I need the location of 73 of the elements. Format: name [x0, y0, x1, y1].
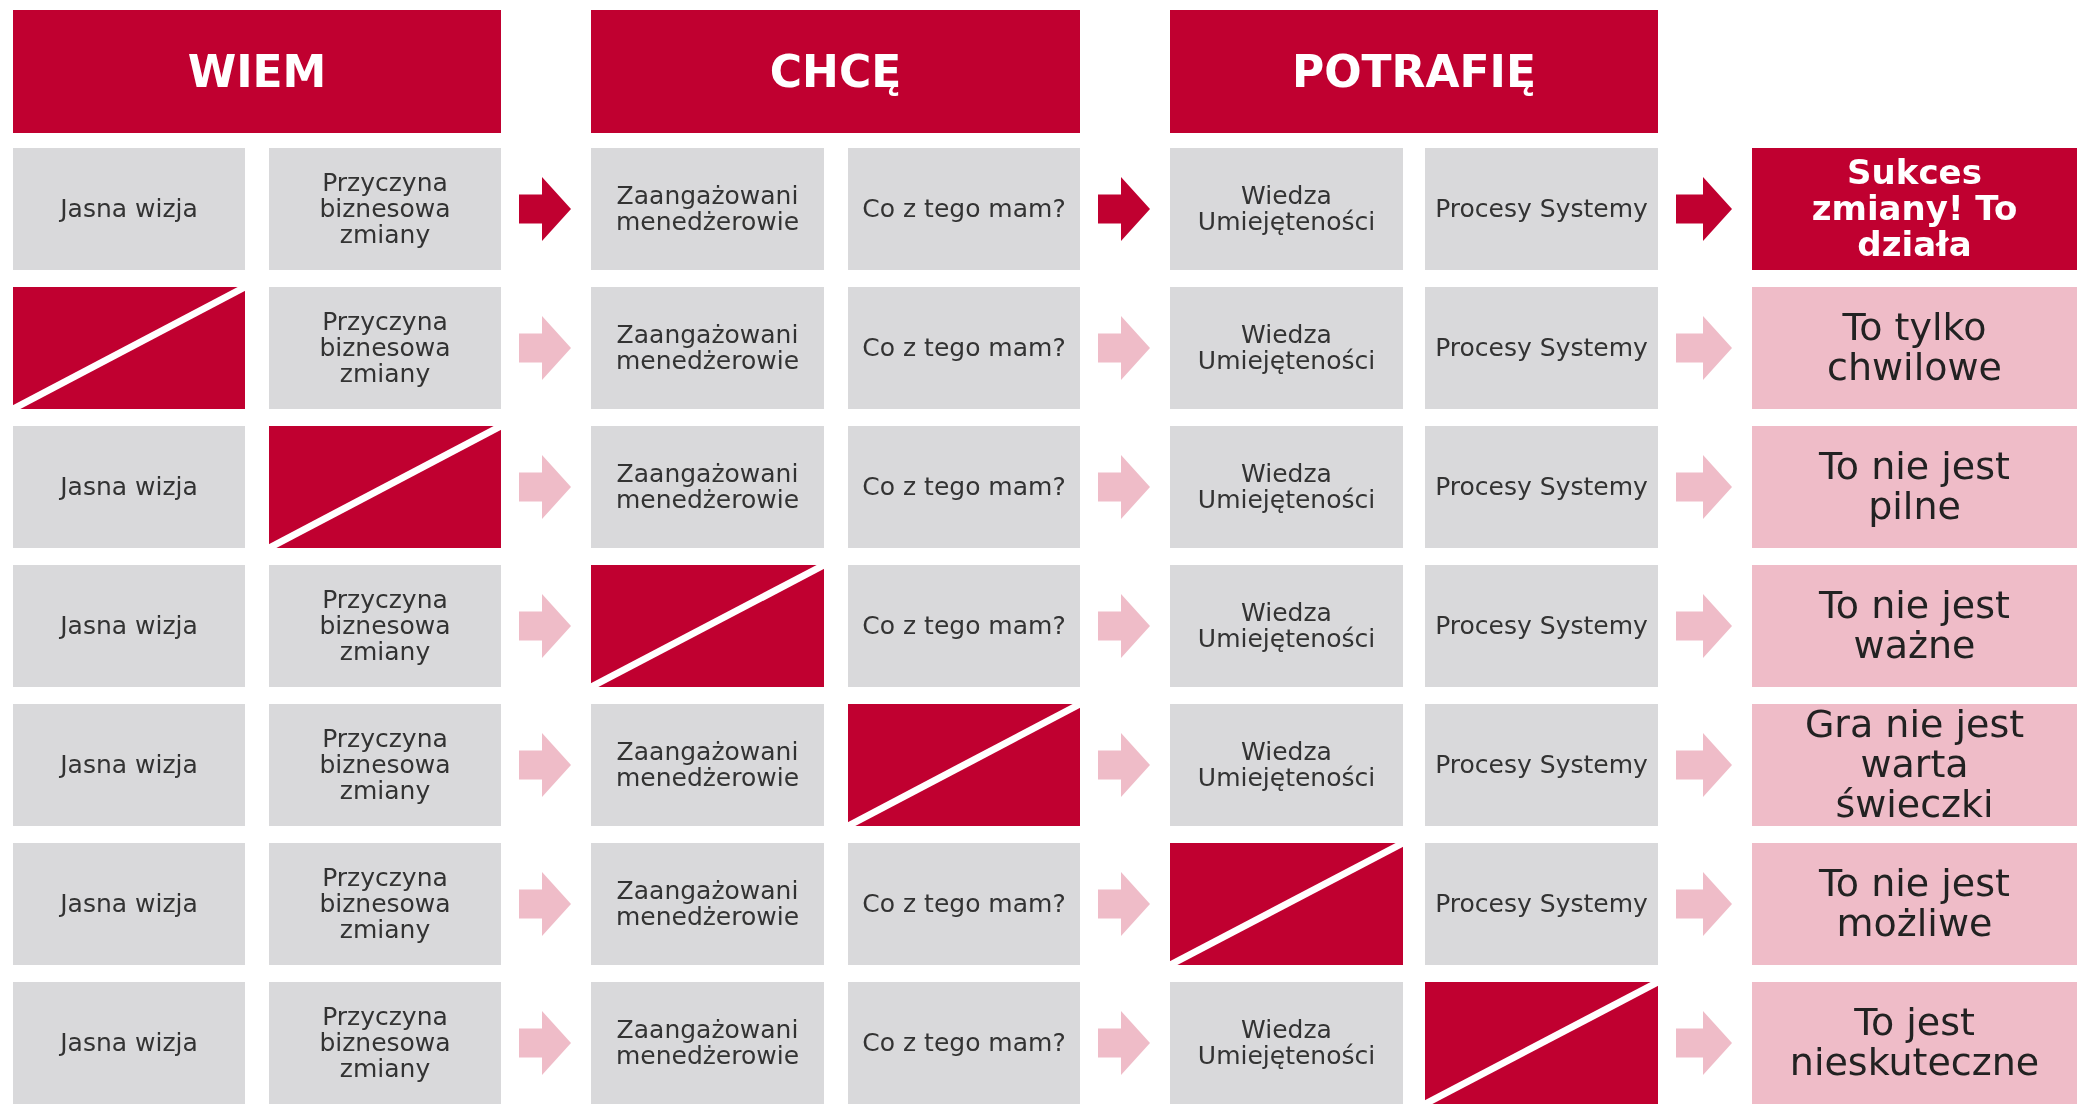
- arrow: [1676, 1011, 1732, 1075]
- arrow: [1676, 316, 1732, 380]
- factor-box: Przyczyna biznesowa zmiany: [269, 148, 501, 270]
- factor-box: Co z tego mam?: [848, 148, 1080, 270]
- factor-box: Co z tego mam?: [848, 982, 1080, 1104]
- arrow: [1098, 177, 1150, 241]
- factor-box: Zaangażowani menedżerowie: [591, 426, 824, 548]
- factor-box: Wiedza Umiejęteności: [1170, 565, 1403, 687]
- arrow: [519, 316, 571, 380]
- factor-box: Co z tego mam?: [848, 287, 1080, 409]
- result-box: To nie jest możliwe: [1752, 843, 2077, 965]
- arrow: [519, 1011, 571, 1075]
- arrow: [1098, 455, 1150, 519]
- result-box: Gra nie jest warta świeczki: [1752, 704, 2077, 826]
- factor-box: Przyczyna biznesowa zmiany: [269, 565, 501, 687]
- arrow: [1098, 594, 1150, 658]
- factor-box: Jasna wizja: [13, 565, 245, 687]
- arrow: [1676, 594, 1732, 658]
- arrow: [519, 872, 571, 936]
- result-box: To nie jest pilne: [1752, 426, 2077, 548]
- factor-box: Co z tego mam?: [848, 565, 1080, 687]
- result-box: To jest nieskuteczne: [1752, 982, 2077, 1104]
- result-box: Sukces zmiany! To działa: [1752, 148, 2077, 270]
- column-header: CHCĘ: [591, 10, 1080, 133]
- factor-box: Procesy Systemy: [1425, 843, 1658, 965]
- arrow: [1098, 733, 1150, 797]
- column-header: WIEM: [13, 10, 501, 133]
- arrow: [1098, 872, 1150, 936]
- factor-box: Przyczyna biznesowa zmiany: [269, 982, 501, 1104]
- factor-box: Procesy Systemy: [1425, 704, 1658, 826]
- factor-box: Jasna wizja: [13, 426, 245, 548]
- result-box: To nie jest ważne: [1752, 565, 2077, 687]
- crossed-out-box: [1170, 843, 1403, 965]
- factor-box: Wiedza Umiejęteności: [1170, 287, 1403, 409]
- arrow: [1098, 1011, 1150, 1075]
- arrow: [1676, 455, 1732, 519]
- factor-box: Jasna wizja: [13, 148, 245, 270]
- arrow: [519, 177, 571, 241]
- factor-box: Zaangażowani menedżerowie: [591, 287, 824, 409]
- crossed-out-box: [848, 704, 1080, 826]
- factor-box: Jasna wizja: [13, 843, 245, 965]
- factor-box: Przyczyna biznesowa zmiany: [269, 843, 501, 965]
- crossed-out-box: [591, 565, 824, 687]
- factor-box: Procesy Systemy: [1425, 148, 1658, 270]
- factor-box: Przyczyna biznesowa zmiany: [269, 287, 501, 409]
- factor-box: Jasna wizja: [13, 982, 245, 1104]
- factor-box: Procesy Systemy: [1425, 565, 1658, 687]
- factor-box: Jasna wizja: [13, 704, 245, 826]
- factor-box: Wiedza Umiejęteności: [1170, 426, 1403, 548]
- arrow: [1676, 733, 1732, 797]
- crossed-out-box: [269, 426, 501, 548]
- crossed-out-box: [13, 287, 245, 409]
- factor-box: Wiedza Umiejęteności: [1170, 982, 1403, 1104]
- factor-box: Wiedza Umiejęteności: [1170, 148, 1403, 270]
- arrow: [519, 455, 571, 519]
- factor-box: Przyczyna biznesowa zmiany: [269, 704, 501, 826]
- factor-box: Zaangażowani menedżerowie: [591, 704, 824, 826]
- factor-box: Procesy Systemy: [1425, 287, 1658, 409]
- arrow: [1098, 316, 1150, 380]
- result-box: To tylko chwilowe: [1752, 287, 2077, 409]
- factor-box: Zaangażowani menedżerowie: [591, 982, 824, 1104]
- factor-box: Wiedza Umiejęteności: [1170, 704, 1403, 826]
- arrow: [1676, 872, 1732, 936]
- arrow: [519, 733, 571, 797]
- arrow: [1676, 177, 1732, 241]
- factor-box: Zaangażowani menedżerowie: [591, 843, 824, 965]
- crossed-out-box: [1425, 982, 1658, 1104]
- factor-box: Co z tego mam?: [848, 843, 1080, 965]
- factor-box: Co z tego mam?: [848, 426, 1080, 548]
- column-header: POTRAFIĘ: [1170, 10, 1658, 133]
- factor-box: Procesy Systemy: [1425, 426, 1658, 548]
- arrow: [519, 594, 571, 658]
- factor-box: Zaangażowani menedżerowie: [591, 148, 824, 270]
